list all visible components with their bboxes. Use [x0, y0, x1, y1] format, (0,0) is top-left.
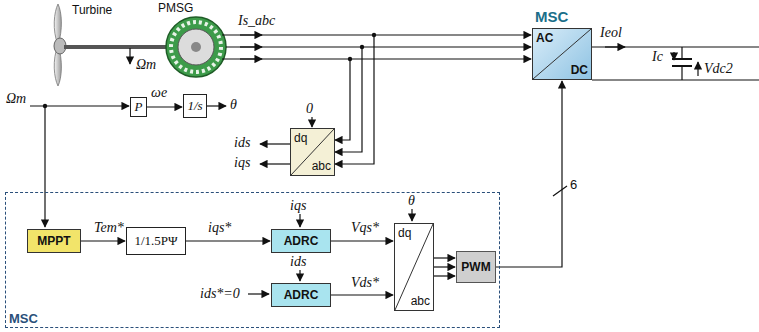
node-text: P — [135, 99, 143, 115]
controller-box: ADRC — [271, 283, 331, 307]
signal-label: Turbine — [72, 4, 112, 16]
pmsg-drawing — [166, 17, 226, 77]
signal-connector — [331, 241, 393, 242]
signal-label: Ieol — [600, 26, 622, 40]
edge-label: Vds* — [351, 276, 379, 290]
transform-box: dq abc — [394, 223, 434, 311]
node-text: 1/1.5PΨ — [134, 233, 177, 249]
signal-label: PMSG — [158, 2, 193, 14]
signal-label: iqs — [234, 156, 250, 170]
signal-label: θ — [230, 98, 237, 112]
signal-label: Ωm — [136, 58, 156, 72]
signal-connector — [331, 295, 393, 296]
signal-label: ids*=0 — [200, 287, 240, 301]
node-text: 1/s — [187, 98, 202, 114]
gain-box: 1/1.5PΨ — [126, 227, 186, 255]
pwm-box: PWM — [456, 251, 496, 283]
signal-label: 0 — [306, 102, 313, 116]
node-text: dq — [294, 131, 307, 145]
gain-box: P — [130, 97, 147, 117]
signal-label: ids — [234, 136, 250, 150]
signal-connector — [147, 107, 182, 108]
node-text: PWM — [461, 260, 490, 274]
node-text: abc — [312, 159, 331, 173]
signal-label: Vdc2 — [704, 62, 733, 76]
node-text: DC — [571, 63, 588, 77]
converter-box: MSCACDC — [532, 28, 592, 80]
transform-box: dqabc — [290, 128, 335, 176]
signal-label: iqs — [290, 199, 306, 213]
integrator-box: 1/s — [183, 94, 207, 118]
signal-connector — [434, 258, 455, 276]
signal-label: Is_abc — [238, 14, 275, 28]
node-text: abc — [411, 294, 430, 308]
signal-label: Ωm — [6, 92, 26, 106]
node-text: ADRC — [284, 234, 319, 248]
node-text: MPPT — [37, 234, 70, 248]
controller-box: ADRC — [271, 229, 331, 253]
turbine-drawing — [54, 4, 168, 86]
capacitor-symbol — [672, 59, 692, 66]
edge-label: 6 — [570, 178, 577, 191]
edge-label: Tem* — [94, 221, 124, 235]
node-text: ADRC — [284, 288, 319, 302]
speed-arrow — [129, 48, 130, 64]
edge-label: Vqs* — [351, 221, 379, 235]
mppt-box: MPPT — [27, 229, 81, 253]
junction-dots — [43, 33, 376, 108]
signal-connector — [496, 81, 562, 267]
node-text: MSC — [535, 8, 568, 25]
signal-label: Ic — [652, 50, 663, 64]
edge-label: iqs* — [208, 221, 231, 235]
edge-label: ωe — [151, 86, 167, 100]
signal-label: ids — [290, 255, 306, 269]
node-text: MSC — [9, 311, 38, 326]
signal-label: θ — [408, 194, 415, 208]
node-text: dq — [398, 226, 411, 240]
node-text: AC — [536, 31, 553, 45]
signal-connector — [81, 241, 125, 242]
signal-connector — [186, 241, 270, 242]
control-region: MSC MPPT 1/1.5PΨ ADRC ADRC dq abc PWM — [5, 192, 500, 328]
